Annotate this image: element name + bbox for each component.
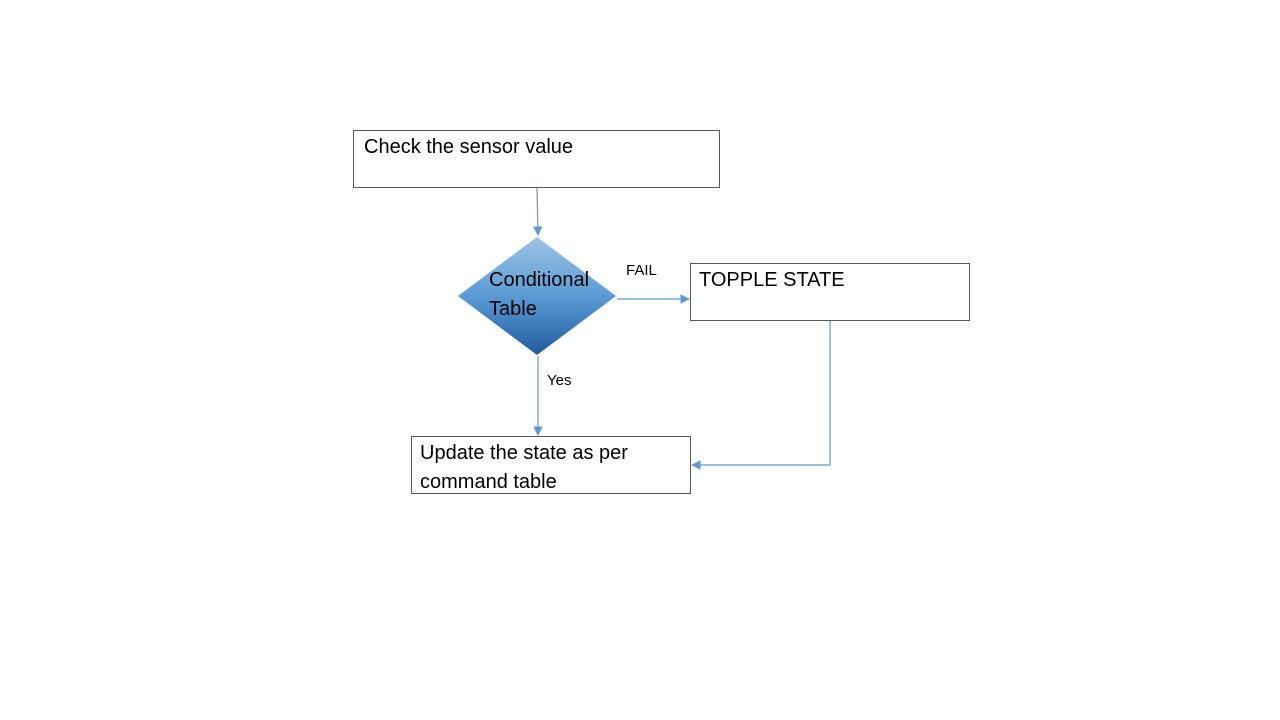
topple-state-box: TOPPLE STATE <box>690 263 970 321</box>
update-state-line1: Update the state as per <box>420 442 628 464</box>
conditional-label-line2: Table <box>489 298 537 320</box>
fail-edge-label: FAIL <box>626 262 657 279</box>
conditional-label-line1: Conditional <box>489 269 590 291</box>
conditional-diamond <box>458 237 616 355</box>
edge-topple-to-update <box>691 321 831 470</box>
update-state-line2: command table <box>420 471 557 493</box>
check-sensor-box: Check the sensor value <box>353 130 720 188</box>
check-sensor-text: Check the sensor value <box>364 136 574 158</box>
yes-edge-label: Yes <box>547 372 572 389</box>
topple-state-text: TOPPLE STATE <box>699 269 845 291</box>
update-state-box: Update the state as per command table <box>411 436 691 494</box>
conditional-table-label: Conditional Table <box>489 266 619 324</box>
edge-check-to-conditional <box>533 187 543 236</box>
